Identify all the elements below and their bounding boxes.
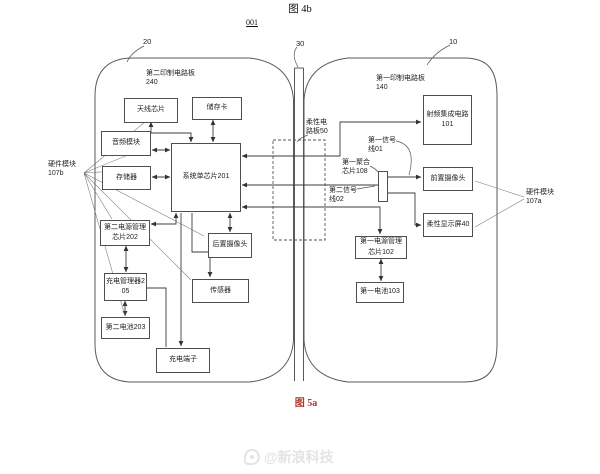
box-aggregation-chip (378, 171, 388, 202)
document-number: 001 (246, 18, 258, 27)
box-antenna-chip: 天线芯片 (124, 98, 178, 123)
ref-10: 10 (449, 37, 458, 46)
figure-caption-bottom: 图 5a (294, 398, 318, 409)
right-panel-outline (303, 57, 498, 383)
hw-module-107a-label: 硬件模块 (526, 189, 554, 196)
leader-ref10 (426, 44, 451, 66)
flex-pcb-dashed-box (272, 139, 326, 241)
box-memory: 存储器 (102, 166, 151, 190)
box-audio-module: 音频模块 (101, 131, 151, 156)
right-board-title-text: 第一印制电路板 (376, 75, 425, 82)
hw-module-107b-ref: 107b (48, 170, 64, 178)
watermark-handle: @新浪科技 (264, 449, 334, 465)
box-soc: 系统单芯片201 (171, 143, 241, 212)
leader-signal2 (356, 185, 376, 190)
hw-module-107b: 硬件模块 107b (48, 160, 82, 179)
right-board-title: 第一印制电路板 140 (376, 74, 446, 93)
ref-30: 30 (296, 39, 305, 48)
leader-ref30 (293, 46, 299, 68)
left-board-title-text: 第二印制电路板 (146, 70, 195, 77)
box-power-mgmt-chip1: 第一电源管理芯片102 (355, 236, 407, 259)
left-board-title: 第二印制电路板 240 (146, 69, 216, 88)
wire-soc-sensor (191, 213, 213, 278)
weibo-logo-icon (244, 449, 260, 465)
right-board-number: 140 (376, 84, 388, 92)
wire-soc-rfic (241, 119, 422, 159)
wire-pm2-soc (150, 212, 179, 227)
box-battery1: 第一电池103 (356, 282, 404, 303)
signal-line1-label: 第一信号线01 (368, 137, 396, 154)
watermark: @新浪科技 (244, 447, 334, 467)
hw-module-107a-ref: 107a (526, 198, 542, 206)
fan-107a (474, 180, 525, 228)
box-rf-ic: 射频集成电路101 (423, 95, 472, 145)
wire-antenna-soc (148, 121, 194, 143)
box-charge-manager: 充电管理器205 (104, 273, 147, 301)
box-power-mgmt-chip2: 第二电源管理芯片202 (100, 220, 150, 246)
box-sensor: 传感器 (192, 279, 249, 303)
wire-soc-pm1 (241, 204, 383, 235)
hinge-strip (294, 67, 304, 381)
box-battery2: 第二电池203 (101, 317, 150, 339)
aggregation-chip-label: 第一聚合芯片108 (342, 159, 370, 176)
box-flex-display: 柔性显示屏40 (423, 213, 473, 237)
flex-pcb-label: 柔性电路板50 (306, 119, 328, 136)
signal-line2-label: 第二信号线02 (329, 187, 357, 204)
box-front-camera: 前置摄像头 (423, 167, 473, 191)
wire-aggchip-display (388, 192, 422, 228)
box-charge-terminal: 充电端子 (156, 348, 210, 373)
ref-20: 20 (143, 37, 152, 46)
hw-module-107a: 硬件模块 107a (526, 188, 560, 207)
box-rear-camera: 后置摄像头 (208, 233, 252, 258)
left-panel-outline (94, 57, 294, 383)
wire-chargemgr-terminal (147, 287, 167, 347)
leader-signal1 (395, 140, 412, 176)
leader-flexpcb (296, 134, 309, 143)
box-memory-card: 储存卡 (192, 97, 242, 120)
figure-caption-top: 图 4b (288, 4, 312, 15)
leader-ref20 (126, 45, 145, 63)
left-board-number: 240 (146, 79, 158, 87)
hw-module-107b-label: 硬件模块 (48, 161, 76, 168)
